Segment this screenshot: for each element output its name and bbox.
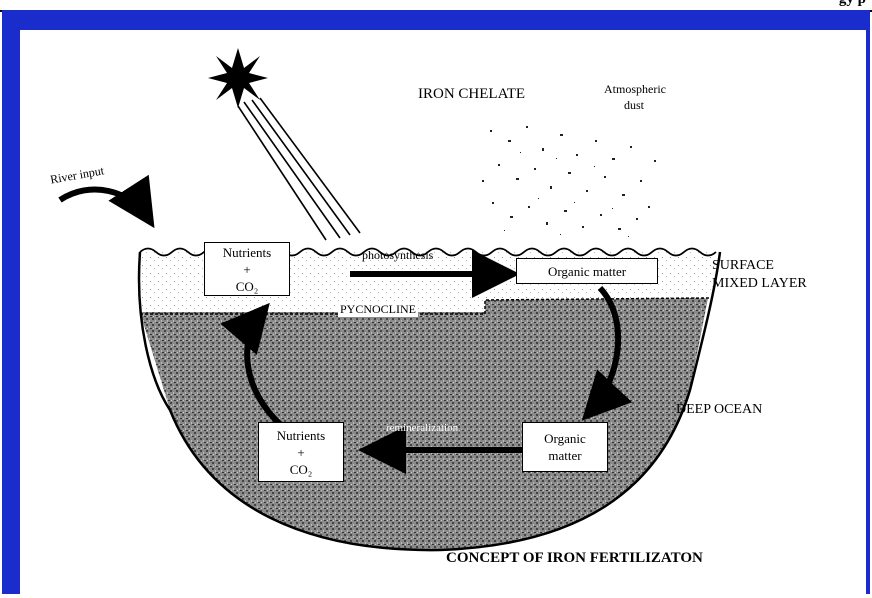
river-input-arrow [60,190,148,218]
organic-bottom-line1: Organic [523,430,607,447]
ocean-diagram [20,30,866,594]
iron-chelate-label: IRON CHELATE [418,86,525,103]
atmospheric-dust-label-1: Atmospheric [604,82,666,97]
header-fragment: gy p [839,0,866,8]
organic-bottom-line2: matter [523,447,607,464]
deep-ocean-label: DEEP OCEAN [676,402,762,418]
organic-matter-box-top: Organic matter [516,258,658,284]
organic-top-text: Organic matter [517,263,657,280]
nutrients-co2-box-bottom: Nutrients + CO₂ [258,422,344,482]
surface-mixed-layer-label-1: SURFACE [712,258,774,274]
atmospheric-dust-label-2: dust [624,98,644,113]
sun-icon [208,48,268,108]
nutrients-top-line2: + [205,261,289,278]
nutrients-co2-box-top: Nutrients + CO₂ [204,242,290,296]
diagram-panel: IRON CHELATE Atmospheric dust River inpu… [20,30,866,594]
remineralization-label: remineralization [386,422,458,434]
atmospheric-dust [482,126,656,237]
nutrients-bottom-line1: Nutrients [259,427,343,444]
sunlight-beam [238,98,360,240]
surface-mixed-layer-label-2: MIXED LAYER [712,276,807,292]
nutrients-top-line3: CO₂ [205,278,289,295]
nutrients-top-line1: Nutrients [205,244,289,261]
diagram-caption: CONCEPT OF IRON FERTILIZATON [446,550,703,567]
organic-matter-box-bottom: Organic matter [522,422,608,472]
pycnocline-label: PYCNOCLINE [338,302,418,317]
photosynthesis-label: photosynthesis [362,248,433,263]
nutrients-bottom-line3: CO₂ [259,461,343,478]
nutrients-bottom-line2: + [259,444,343,461]
